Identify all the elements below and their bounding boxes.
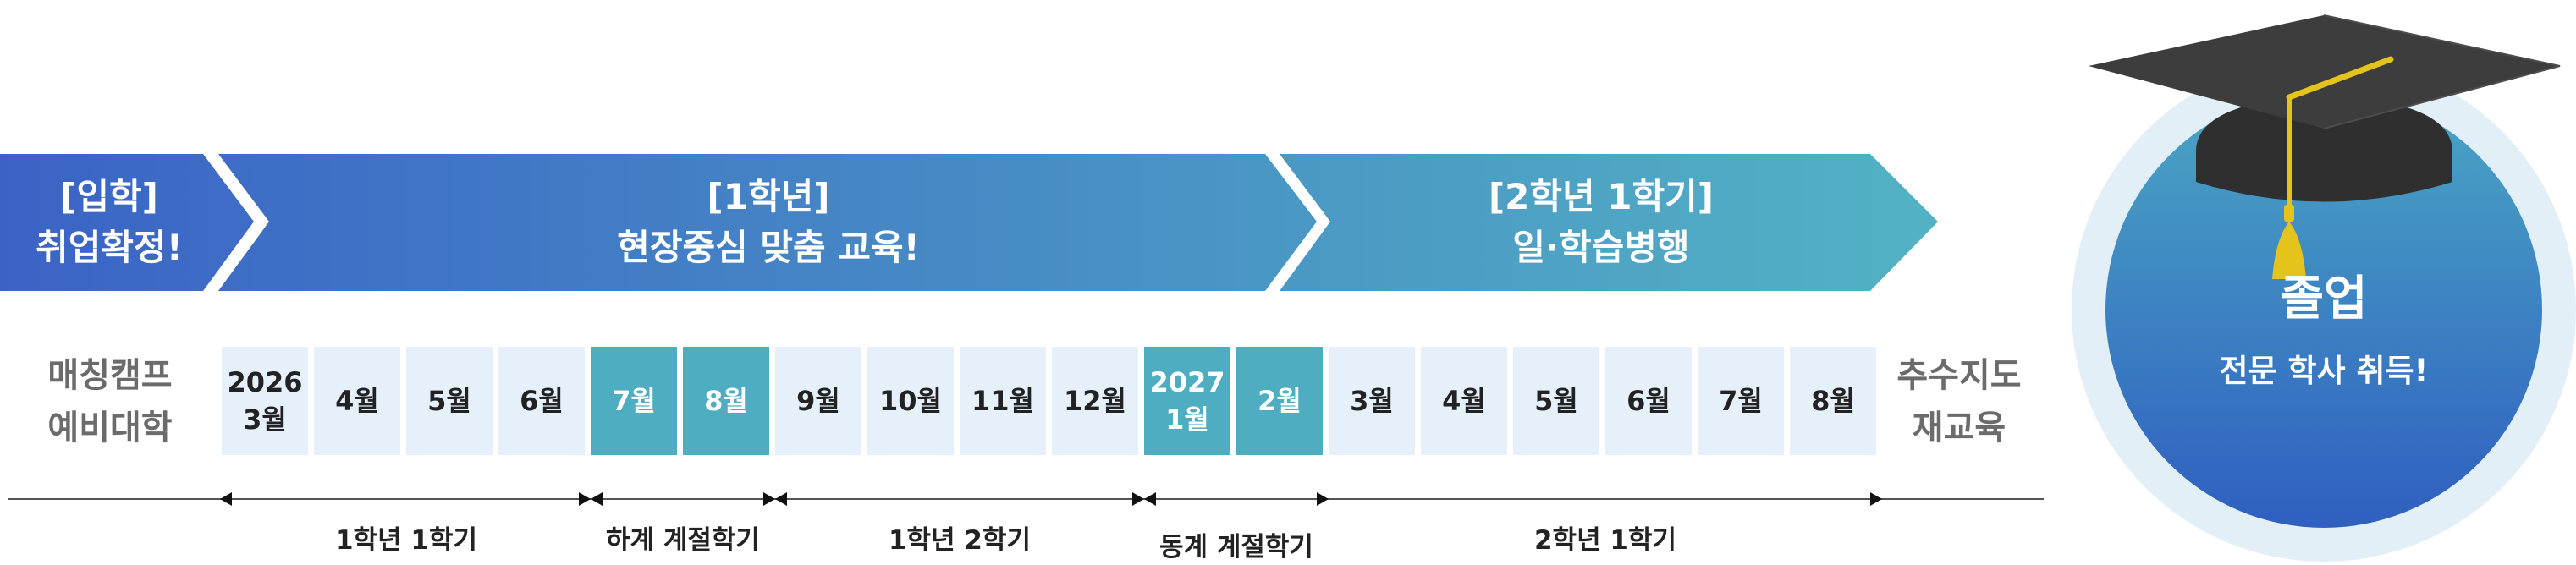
month-line1: 5월 — [1534, 385, 1578, 417]
graduation-subtitle: 전문 학사 취득! — [2219, 353, 2429, 389]
graduation-circle — [2105, 91, 2542, 528]
month-line1: 12월 — [1064, 385, 1126, 417]
month-line1: 6월 — [520, 385, 564, 417]
arrow-icon — [591, 492, 603, 506]
phase-chevron-year2 — [1280, 154, 1938, 291]
semester-label: 2학년 1학기 — [1533, 524, 1676, 556]
phase-year1-label: [1학년] 현장중심 맞춤 교육! — [269, 151, 1268, 294]
arrow-icon — [1317, 492, 1329, 506]
semester-label: 1학년 1학기 — [334, 524, 477, 556]
month-cell: 5월 — [1513, 347, 1599, 455]
month-line1: 2월 — [1258, 385, 1302, 417]
phase-year2-line1: [2학년 1학기] — [1488, 176, 1715, 217]
month-line1: 4월 — [335, 385, 379, 417]
month-cell: 3월 — [1329, 347, 1415, 455]
month-cell: 10월 — [867, 347, 954, 455]
semester-label: 하계 계절학기 — [606, 524, 760, 556]
arrow-icon — [1870, 492, 1882, 506]
pre-enroll-line1: 매칭캠프 — [47, 356, 173, 395]
month-cell: 6월 — [1605, 347, 1692, 455]
month-cell: 5월 — [406, 347, 493, 455]
follow-up-line1: 추수지도 — [1896, 356, 2022, 395]
month-cell: 2027 1월 — [1144, 347, 1230, 455]
month-line1: 4월 — [1442, 385, 1486, 417]
pre-enroll-label: 매칭캠프 예비대학 — [17, 347, 203, 457]
semester-timeline — [8, 492, 2044, 506]
phase-chevron-enroll — [0, 154, 254, 291]
semester-label: 1학년 2학기 — [888, 524, 1031, 556]
phase-enroll-line2: 취업확정! — [36, 227, 183, 268]
phase-enroll-line1: [입학] — [60, 176, 158, 217]
arrow-icon — [1132, 492, 1144, 506]
pre-enroll-line2: 예비대학 — [47, 409, 173, 447]
month-cell: 9월 — [775, 347, 861, 455]
month-cell: 7월 — [1698, 347, 1784, 455]
month-line1: 5월 — [427, 385, 471, 417]
month-line1: 2026 — [227, 366, 303, 398]
month-cell: 11월 — [960, 347, 1046, 455]
arrow-icon — [775, 492, 787, 506]
phase-chevron-year1 — [218, 154, 1317, 291]
arrow-icon — [579, 492, 591, 506]
follow-up-label: 추수지도 재교육 — [1887, 347, 2031, 457]
month-cell: 8월 — [683, 347, 769, 455]
month-line1: 7월 — [612, 385, 656, 417]
phase-year2-line2: 일·학습병행 — [1512, 227, 1690, 268]
phase-year2-label: [2학년 1학기] 일·학습병행 — [1330, 151, 1872, 294]
month-cell: 4월 — [314, 347, 400, 455]
phase-banner — [0, 154, 1938, 291]
month-line2: 3월 — [243, 403, 287, 436]
month-line2: 1월 — [1165, 403, 1209, 436]
month-cell: 12월 — [1052, 347, 1138, 455]
graduation-badge — [2072, 14, 2576, 562]
phase-enroll-label: [입학] 취업확정! — [0, 151, 218, 294]
semester-label: 동계 계절학기 — [1159, 531, 1313, 562]
graduation-title: 졸업 — [2280, 272, 2368, 326]
month-line1: 7월 — [1719, 385, 1763, 417]
phase-year1-line2: 현장중심 맞춤 교육! — [617, 227, 920, 268]
month-line1: 9월 — [796, 385, 840, 417]
arrow-icon — [763, 492, 775, 506]
month-line1: 11월 — [972, 385, 1034, 417]
arrow-icon — [1144, 492, 1156, 506]
month-cell: 4월 — [1421, 347, 1507, 455]
month-cell: 6월 — [498, 347, 585, 455]
month-cell: 2026 3월 — [222, 347, 308, 455]
graduation-cap-icon — [2089, 14, 2561, 279]
month-cell: 2월 — [1236, 347, 1323, 455]
arrow-icon — [220, 492, 232, 506]
month-line1: 6월 — [1627, 385, 1671, 417]
month-line1: 2027 — [1149, 366, 1225, 398]
month-line1: 8월 — [1811, 385, 1855, 417]
month-cell: 8월 — [1790, 347, 1876, 455]
phase-year1-line1: [1학년] — [707, 176, 830, 217]
month-line1: 3월 — [1350, 385, 1394, 417]
month-line1: 8월 — [704, 385, 748, 417]
follow-up-line2: 재교육 — [1912, 409, 2006, 447]
month-cell: 7월 — [591, 347, 677, 455]
month-line1: 10월 — [879, 385, 942, 417]
